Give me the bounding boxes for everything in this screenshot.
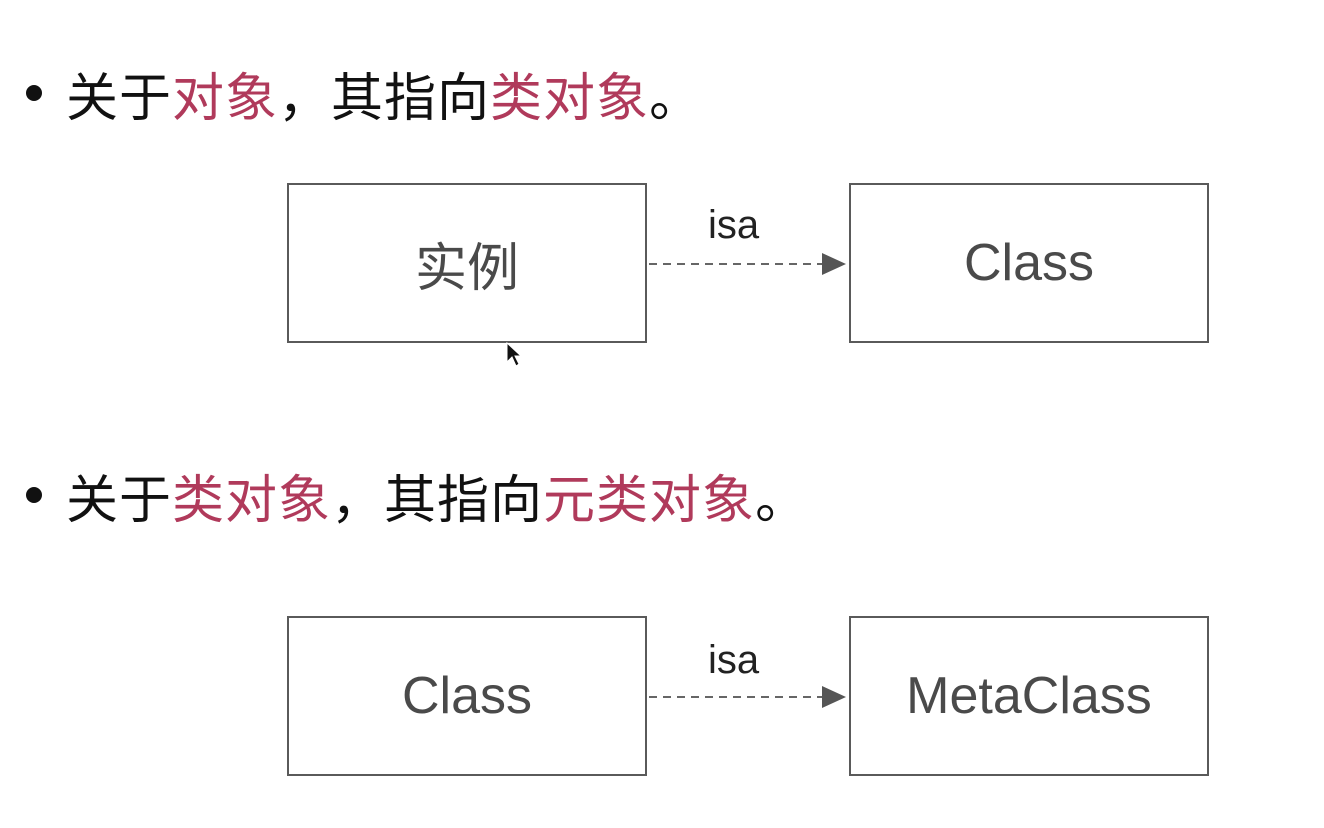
edge-arrow-1 <box>649 253 846 275</box>
bullet-dot <box>26 85 42 101</box>
bullet-2-text-1: 关于 <box>66 470 173 531</box>
edge-arrow-2 <box>649 686 846 708</box>
node-class-label: Class <box>963 234 1095 292</box>
node-instance: 实例 <box>287 183 647 343</box>
node-metaclass-label: MetaClass <box>906 667 1152 725</box>
bullet-2-text-2: ，其指向 <box>331 470 544 531</box>
node-class-2-label: Class <box>401 667 533 725</box>
edge-label-isa-2: isa <box>708 638 760 682</box>
bullet-2-highlight-2: 元类对象 <box>543 470 756 531</box>
bullet-2-highlight-1: 类对象 <box>172 470 332 531</box>
bullet-line-2: 关于 类对象 ，其指向 元类对象 。 <box>22 460 809 531</box>
bullet-2-text-3: 。 <box>755 470 809 531</box>
bullet-1-text-2: ，其指向 <box>278 68 491 129</box>
edge-label-isa-1: isa <box>708 203 760 247</box>
node-instance-label: 实例 <box>414 239 519 298</box>
mouse-pointer-icon <box>506 342 522 367</box>
bullet-1-text-1: 关于 <box>66 68 173 129</box>
bullet-line-1: 关于 对象 ，其指向 类对象 。 <box>22 58 703 129</box>
node-class: Class <box>849 183 1209 343</box>
bullet-1-highlight-1: 对象 <box>172 68 279 129</box>
node-class-2: Class <box>287 616 647 776</box>
node-metaclass: MetaClass <box>849 616 1209 776</box>
bullet-dot <box>26 487 42 503</box>
bullet-1-highlight-2: 类对象 <box>490 68 650 129</box>
bullet-1-text-3: 。 <box>649 68 703 129</box>
